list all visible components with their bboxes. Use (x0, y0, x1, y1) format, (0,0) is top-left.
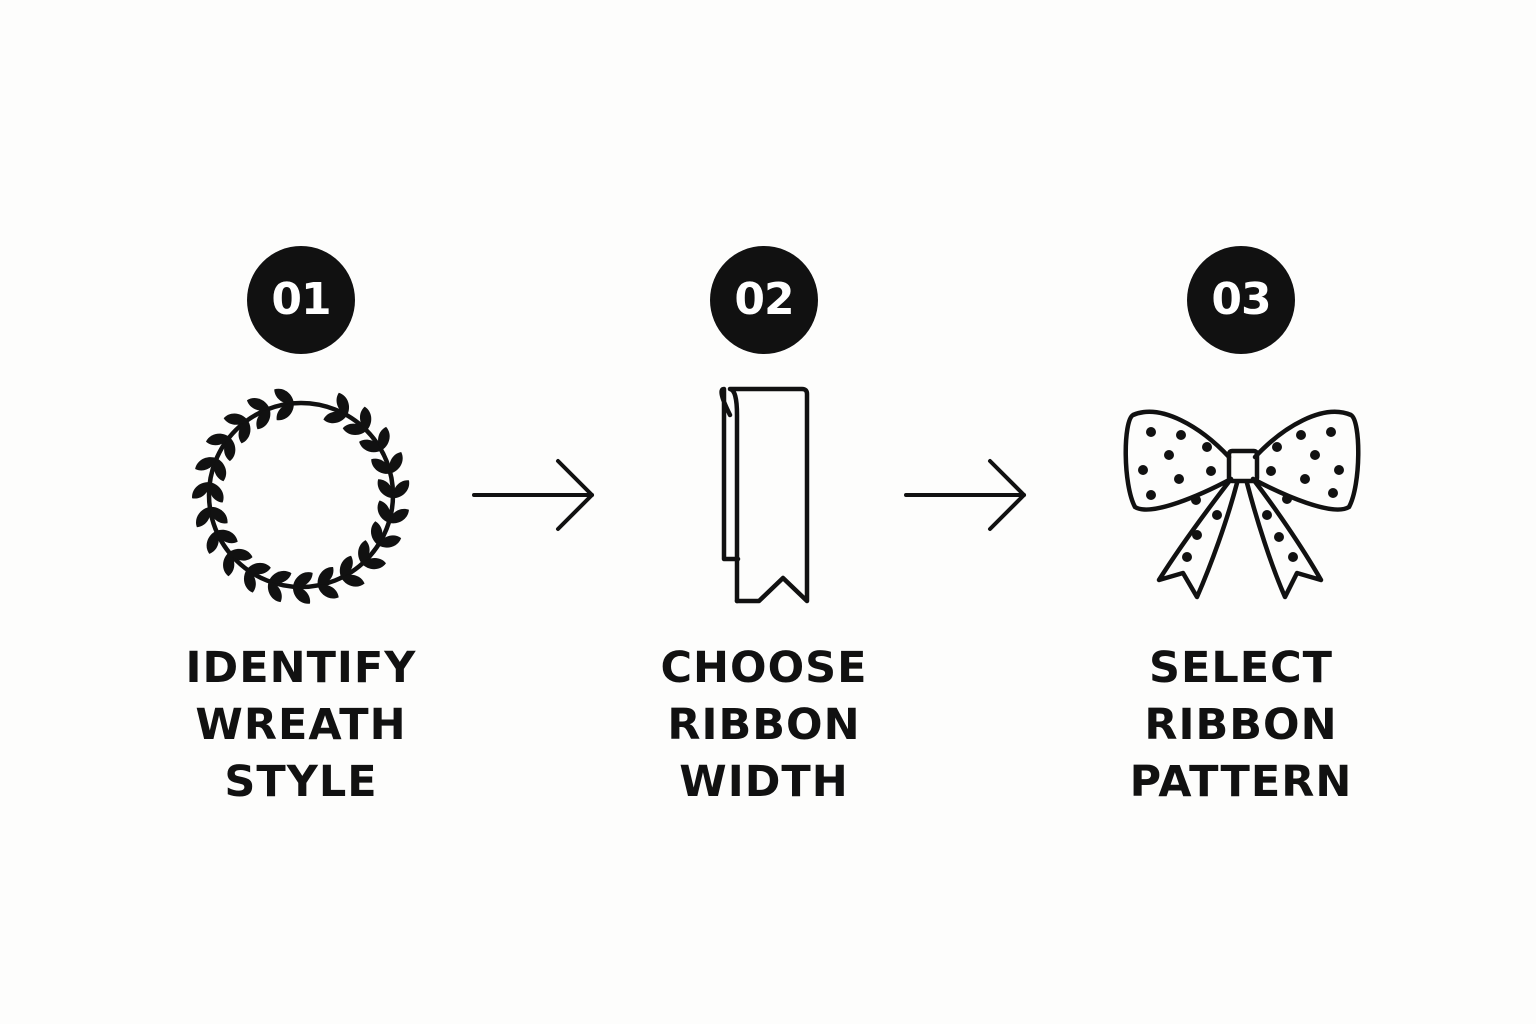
wreath-leaf (293, 572, 313, 588)
step-label: CHOOSE RIBBON WIDTH (614, 640, 914, 811)
wreath-leaf (377, 479, 394, 499)
wreath-leaf (214, 458, 227, 482)
wreath-leaf (336, 392, 349, 416)
wreath-leaf (292, 586, 311, 604)
wreath-leaf (209, 506, 228, 524)
wreath-leaf (378, 426, 390, 451)
step-label: IDENTIFY WREATH STYLE (151, 640, 451, 811)
wreath-leaf (389, 452, 403, 474)
wreath-icon (181, 375, 421, 615)
wreath-leaf (359, 439, 382, 453)
wreath-leaf (246, 562, 271, 575)
step-2: 02 CHOOSE RIBBON WIDTH (614, 0, 914, 1024)
wreath-leaf (317, 584, 339, 599)
wreath-leaf (223, 413, 248, 425)
wreath-leaf (246, 398, 270, 411)
wreath-leaf (243, 569, 256, 593)
wreath-leaf (339, 555, 353, 578)
wreath-leaf (276, 403, 294, 421)
step-label: SELECT RIBBON PATTERN (1091, 640, 1391, 811)
step-label-line: IDENTIFY (185, 643, 417, 693)
wreath-leaf (317, 566, 334, 586)
wreath-leaf (341, 574, 365, 587)
wreath-leaf (195, 457, 217, 471)
wreath-leaf (371, 458, 391, 474)
step-number-badge: 03 (1187, 246, 1295, 354)
wreath-leaf (362, 557, 386, 570)
arrow-right-icon (470, 455, 600, 535)
step-label-line: WREATH (195, 700, 407, 750)
wreath-leaf (209, 482, 224, 503)
polka-dot-bow-icon (1121, 375, 1361, 615)
wreath-leaf (342, 423, 367, 435)
wreath-leaf (224, 437, 236, 462)
wreath-leaf (205, 433, 230, 446)
step-number-badge: 02 (710, 246, 818, 354)
wreath-leaf (256, 408, 271, 430)
wreath-leaf (223, 552, 235, 577)
wreath-leaf (196, 507, 211, 528)
ribbon-icon (644, 375, 884, 615)
wreath-leaf (371, 521, 383, 546)
wreath-leaf (206, 530, 219, 554)
step-number-badge: 01 (247, 246, 355, 354)
wreath-leaf (392, 480, 410, 499)
wreath-leaf (192, 482, 210, 499)
wreath-leaf (323, 411, 347, 424)
wreath-leaf (377, 500, 391, 523)
step-1: 01 IDENTIFY WREATH STYLE (151, 0, 451, 1024)
wreath-leaf (358, 540, 370, 564)
wreath-leaf (378, 535, 402, 548)
step-label-line: RIBBON (1144, 700, 1338, 750)
step-label-line: WIDTH (679, 757, 849, 807)
wreath-leaf (238, 420, 251, 444)
wreath-leaf (268, 570, 292, 584)
step-label-line: CHOOSE (660, 643, 868, 693)
step-label-line: RIBBON (667, 700, 861, 750)
wreath-leaf (360, 406, 372, 431)
wreath-leaf (388, 508, 409, 524)
step-label-line: STYLE (224, 757, 378, 807)
step-label-line: SELECT (1148, 643, 1333, 693)
step-3: 03 (1091, 0, 1391, 1024)
wreath-leaf (274, 388, 294, 404)
wreath-leaf (216, 529, 238, 544)
arrow-right-icon (902, 455, 1032, 535)
wreath-leaf (267, 581, 282, 603)
wreath-leaf (229, 548, 253, 561)
step-label-line: PATTERN (1129, 757, 1353, 807)
